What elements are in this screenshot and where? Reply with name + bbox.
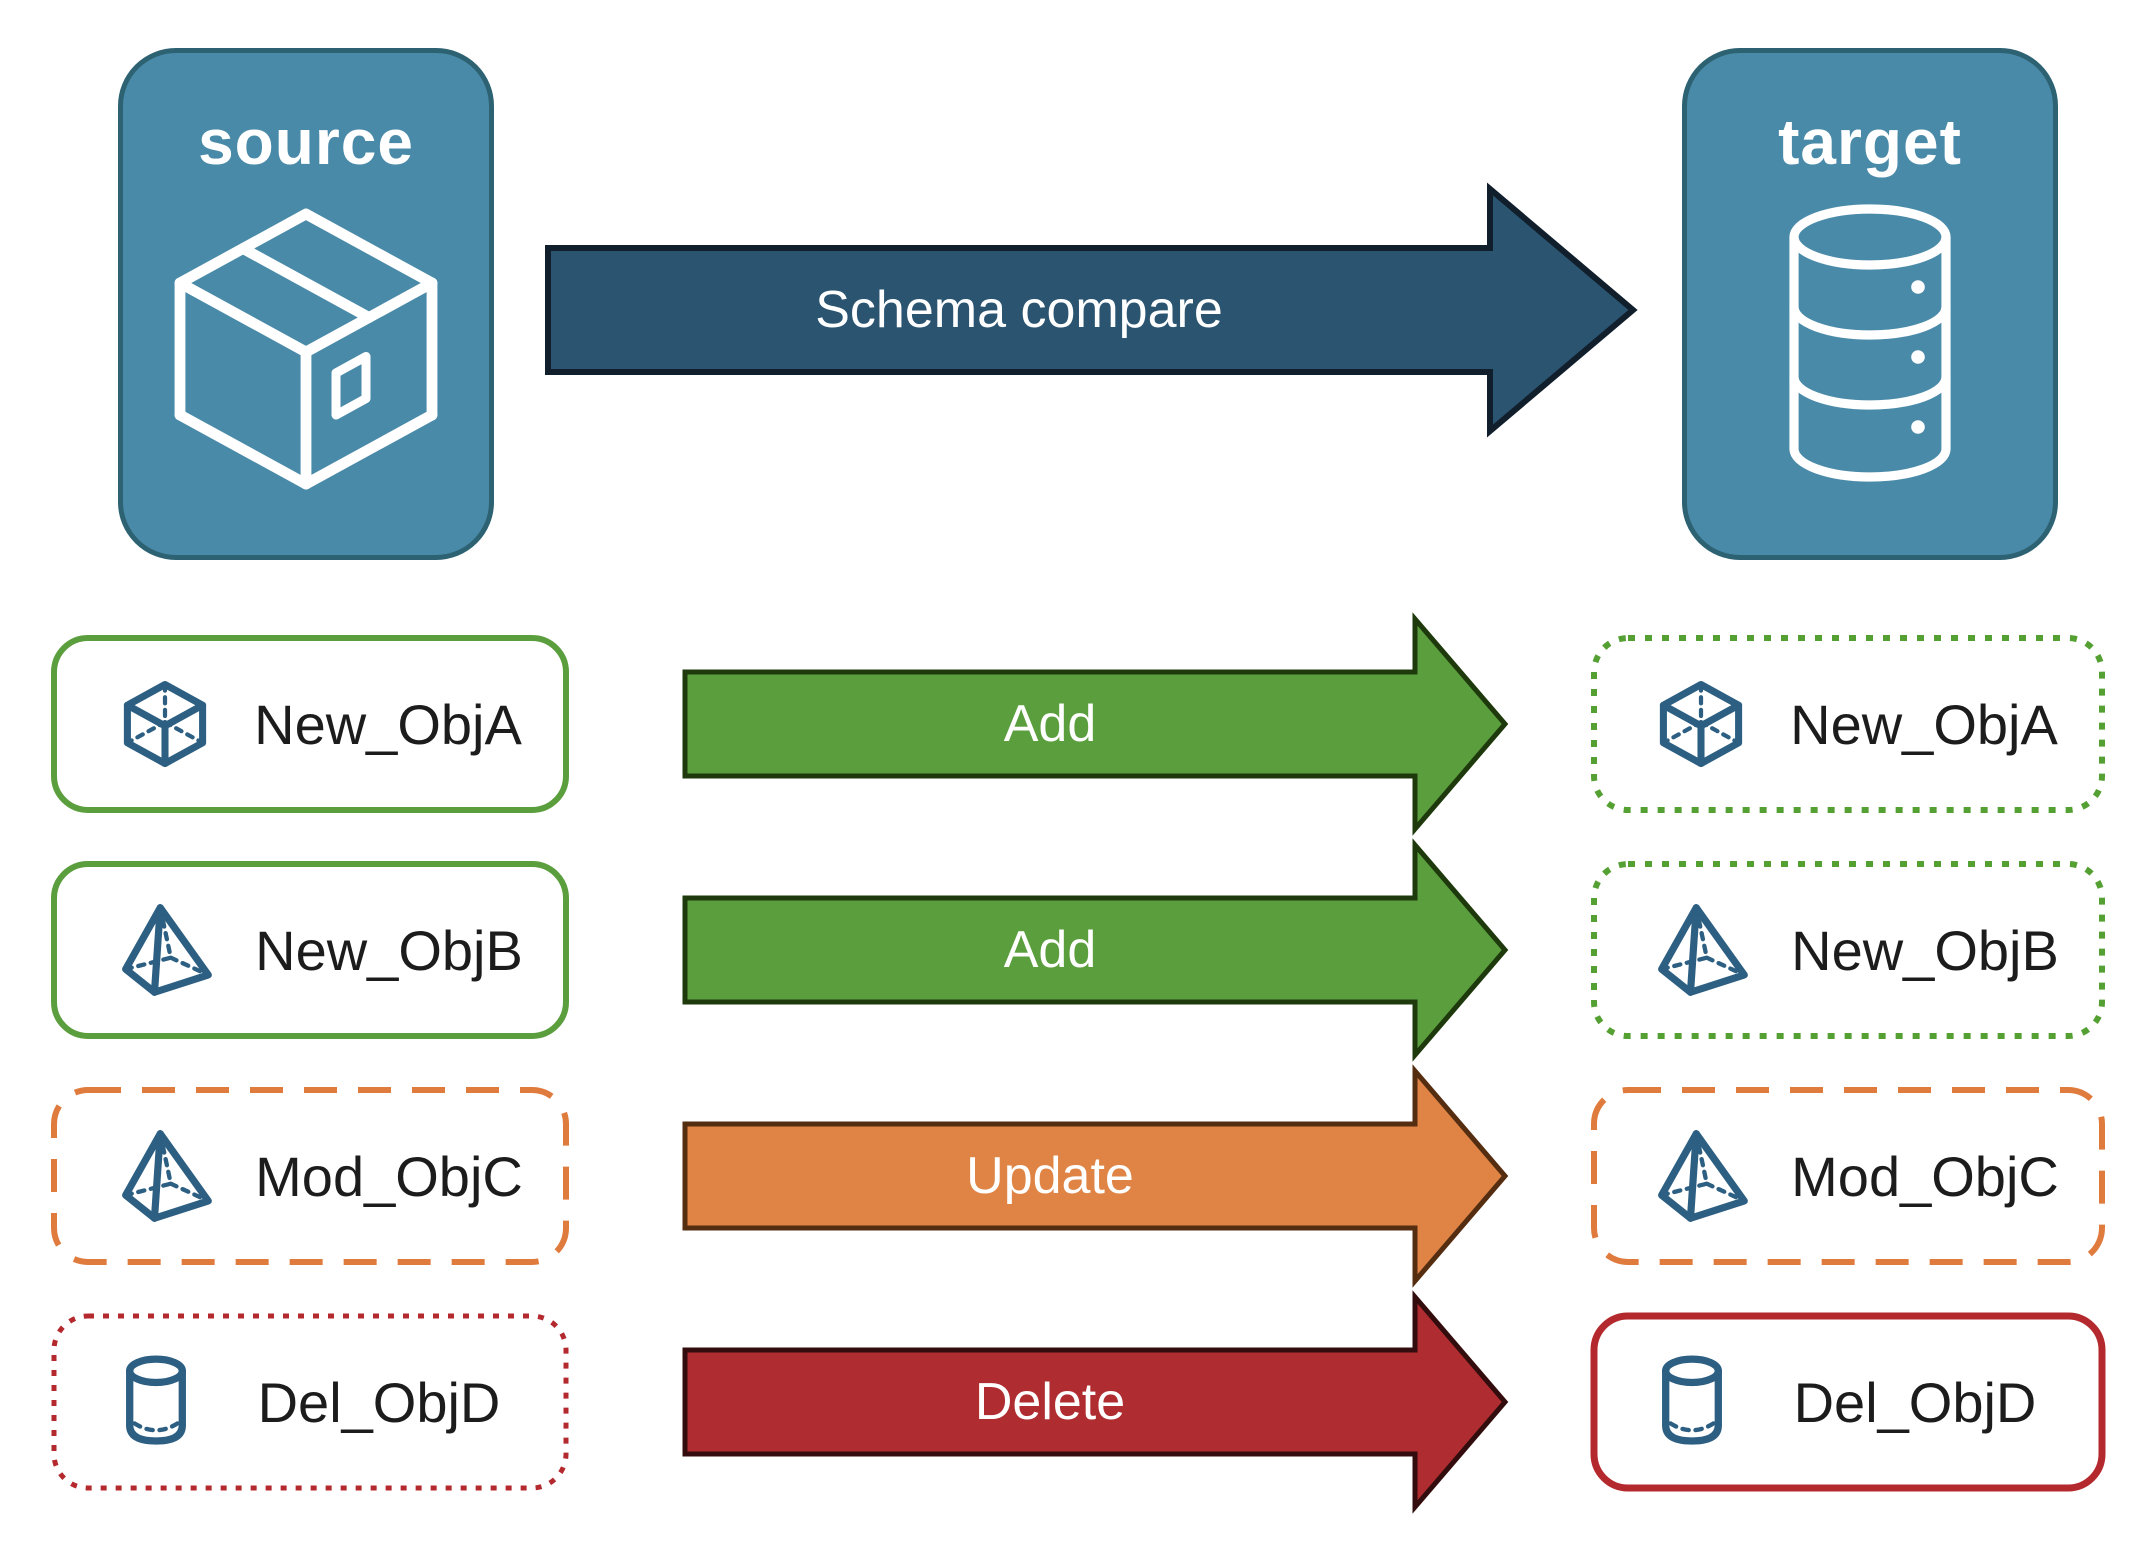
update-arrow-shape — [682, 1064, 1509, 1288]
object-label: New_ObjB — [1791, 918, 2059, 982]
object-label: Del_ObjD — [257, 1370, 501, 1434]
schema-compare-arrow: Schema compare — [545, 182, 1638, 438]
add-arrow-label: Add — [1004, 921, 1097, 979]
box-border — [1590, 1312, 2106, 1492]
cube-icon — [1659, 680, 1743, 768]
add-arrow: Add — [682, 838, 1509, 1062]
target-object-box-new-objb: New_ObjB — [1590, 860, 2106, 1040]
source-object-box-del-objd: Del_ObjD — [50, 1312, 570, 1492]
delete-arrow-shape — [682, 1290, 1509, 1514]
schema-compare-arrow-shape — [545, 182, 1638, 438]
update-arrow-label: Update — [966, 1147, 1134, 1205]
box-border — [51, 861, 569, 1039]
pyramid-icon — [1658, 1130, 1748, 1222]
pyramid-icon — [1658, 904, 1748, 996]
object-label: Mod_ObjC — [255, 1144, 523, 1208]
box-border — [1591, 861, 2105, 1039]
object-label: New_ObjB — [255, 918, 523, 982]
target-node-title: target — [1778, 106, 1962, 178]
source-object-box-new-obja: New_ObjA — [50, 634, 570, 814]
source-node: source — [118, 48, 494, 560]
delete-arrow-label: Delete — [975, 1373, 1125, 1431]
add-arrow-shape — [682, 838, 1509, 1062]
target-object-box-mod-objc: Mod_ObjC — [1590, 1086, 2106, 1266]
schema-compare-arrow-label: Schema compare — [815, 281, 1223, 339]
box-border — [51, 1313, 569, 1491]
target-object-box-del-objd: Del_ObjD — [1590, 1312, 2106, 1492]
package-box-icon — [174, 208, 438, 490]
add-arrow-shape — [682, 612, 1509, 836]
cylinder-icon — [126, 1355, 186, 1445]
source-node-title: source — [198, 106, 414, 178]
target-node: target — [1682, 48, 2058, 560]
target-object-box-new-obja: New_ObjA — [1590, 634, 2106, 814]
object-label: Del_ObjD — [1793, 1370, 2037, 1434]
source-object-box-mod-objc: Mod_ObjC — [50, 1086, 570, 1266]
pyramid-icon — [122, 904, 212, 996]
box-border — [1591, 635, 2105, 813]
cylinder-icon — [1662, 1355, 1722, 1445]
add-arrow-label: Add — [1004, 695, 1097, 753]
object-label: Mod_ObjC — [1791, 1144, 2059, 1208]
delete-arrow: Delete — [682, 1290, 1509, 1514]
database-icon — [1789, 204, 1951, 482]
cube-icon — [123, 680, 207, 768]
source-object-box-new-objb: New_ObjB — [50, 860, 570, 1040]
box-border — [51, 635, 569, 813]
pyramid-icon — [122, 1130, 212, 1222]
box-border — [51, 1087, 569, 1265]
box-border — [1591, 1087, 2105, 1265]
object-label: New_ObjA — [1790, 692, 2058, 756]
add-arrow: Add — [682, 612, 1509, 836]
update-arrow: Update — [682, 1064, 1509, 1288]
object-label: New_ObjA — [254, 692, 522, 756]
